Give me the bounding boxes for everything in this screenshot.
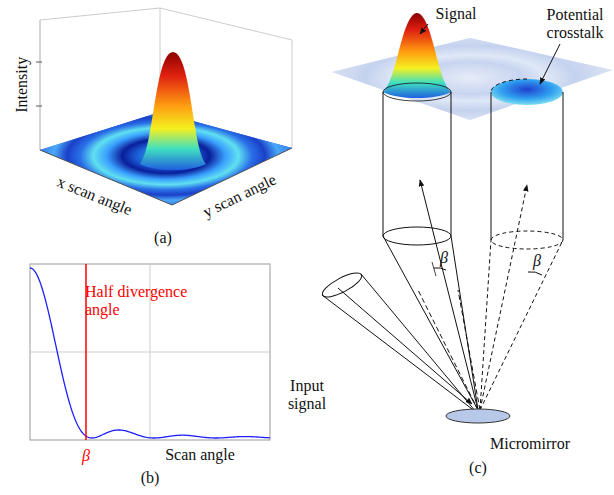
- drawing-part: [458, 290, 480, 410]
- drawing-part: [540, 44, 560, 84]
- drawing-part: [563, 92, 564, 240]
- drawing-part: [383, 83, 451, 101]
- drawing-part: [480, 240, 491, 410]
- drawing-part: [491, 79, 527, 92]
- drawing-part: [383, 92, 384, 236]
- drawing-part: [491, 79, 563, 105]
- panel-label: (a): [154, 229, 172, 247]
- drawing-part: [361, 274, 476, 412]
- drawing-part: [40, 20, 41, 150]
- drawing-part: [432, 262, 436, 276]
- callout: Input signal: [282, 377, 332, 412]
- drawing-part: [446, 409, 510, 423]
- drawing-part: [338, 288, 472, 404]
- callout: Potential crosstalk: [535, 6, 614, 41]
- callout: Signal: [436, 5, 477, 23]
- drawing-part: [420, 24, 428, 34]
- drawing-part: [434, 268, 446, 270]
- drawing-part: [320, 32, 614, 124]
- drawing-part: [528, 272, 542, 275]
- drawing-part: [140, 52, 206, 170]
- panel-label: (c): [469, 459, 487, 477]
- drawing-part: [319, 13, 614, 423]
- drawing-part: [36, 62, 42, 63]
- drawing-part: [319, 268, 364, 301]
- drawing-part: [480, 185, 527, 410]
- drawing-part: [451, 92, 452, 236]
- drawing-part: [491, 231, 563, 249]
- drawing-part: [292, 40, 293, 148]
- drawing-part: [480, 240, 563, 410]
- axis-title: Intensity: [13, 57, 31, 113]
- drawing-part: [30, 268, 270, 438]
- drawing-part: [383, 227, 451, 245]
- drawing-part: [40, 8, 160, 20]
- drawing-part: [322, 295, 476, 412]
- drawing-part: [160, 8, 292, 40]
- panel-label: (b): [141, 469, 160, 487]
- drawing-part: [491, 92, 492, 240]
- drawing-part: [36, 106, 42, 107]
- drawing-part: [30, 264, 270, 440]
- drawing-part: [30, 264, 270, 440]
- symbol: β: [82, 447, 90, 465]
- annotation: Half divergence angle: [85, 283, 205, 318]
- drawing-part: [30, 264, 270, 265]
- axis-title: Scan angle: [165, 446, 235, 464]
- symbol: β: [533, 252, 541, 270]
- symbol: β: [440, 249, 448, 267]
- part-label: Micromirror: [490, 435, 570, 453]
